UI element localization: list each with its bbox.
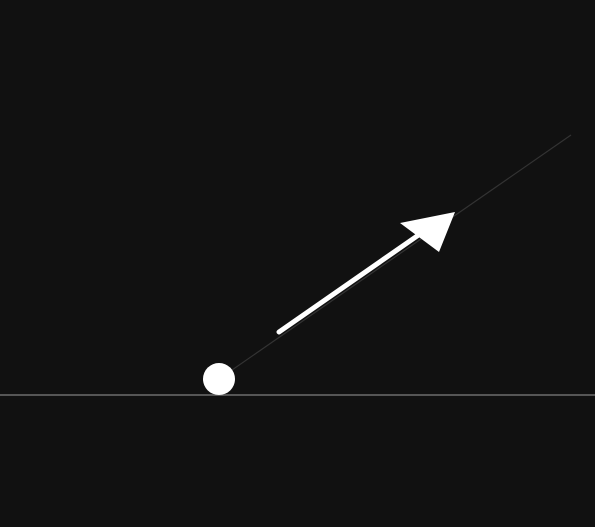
aim-arrow-head bbox=[400, 212, 455, 252]
ball-icon[interactable] bbox=[203, 363, 235, 395]
aim-arrow-shaft bbox=[276, 231, 423, 335]
aim-arrow-icon[interactable] bbox=[276, 212, 455, 335]
trajectory-guide-line bbox=[218, 134, 572, 380]
